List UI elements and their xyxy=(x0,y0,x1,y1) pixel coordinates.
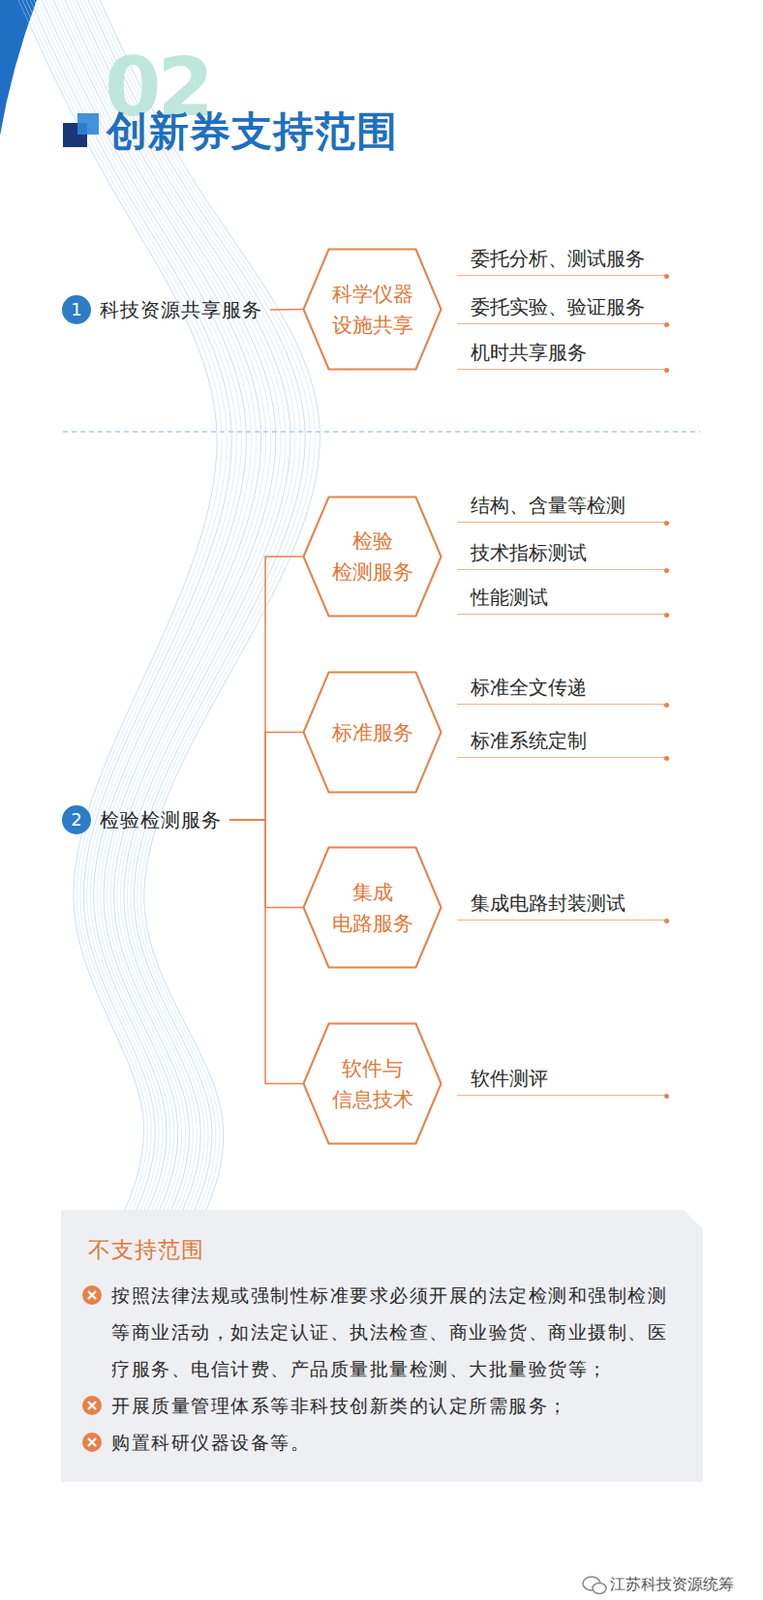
ribbon-stroke xyxy=(71,0,296,1279)
hexagon-outline xyxy=(302,846,443,970)
number-badge: 2 xyxy=(61,805,92,835)
ribbon-stroke xyxy=(36,0,251,1279)
excluded-item: 购置科研仪器设备等。 xyxy=(82,1424,674,1462)
service-item: 技术指标测试 xyxy=(457,537,667,571)
hexagon-box: 标准服务 xyxy=(302,671,443,794)
wechat-icon xyxy=(582,1577,607,1595)
connector-line xyxy=(229,820,304,909)
hexagon-box: 科学仪器 设施共享 xyxy=(302,247,443,371)
category-heading: 科技资源共享服务 xyxy=(99,297,263,324)
hexagon-label: 科学仪器 设施共享 xyxy=(314,278,431,341)
service-item: 委托实验、验证服务 xyxy=(457,291,667,325)
watermark: 江苏科技资源统筹 xyxy=(610,1575,734,1596)
hexagon-box: 软件与 信息技术 xyxy=(302,1022,443,1146)
hexagon-label: 检验 检测服务 xyxy=(314,525,431,588)
service-item: 性能测试 xyxy=(457,581,667,615)
hexagon-outline xyxy=(302,247,443,371)
hexagon-outline xyxy=(302,495,443,618)
hexagon-label: 集成 电路服务 xyxy=(314,877,431,940)
connector-line xyxy=(270,308,304,311)
service-item: 委托分析、测试服务 xyxy=(457,243,667,276)
ribbon-stroke xyxy=(29,0,242,1279)
service-item: 软件测评 xyxy=(457,1063,667,1097)
connector-line xyxy=(229,556,304,821)
service-item: 标准全文传递 xyxy=(457,671,667,705)
ribbon-stroke xyxy=(9,0,217,1279)
excluded-item: 按照法律法规或强制性标准要求必须开展的法定检测和强制检测等商业活动，如法定认证、… xyxy=(82,1277,674,1388)
connector-line xyxy=(229,732,304,822)
ribbon-stroke xyxy=(21,0,232,1279)
connector-line xyxy=(229,820,304,1085)
ribbon-stroke xyxy=(60,0,281,1279)
excluded-item: 开展质量管理体系等非科技创新类的认定所需服务； xyxy=(82,1387,674,1425)
hexagon-outline xyxy=(302,1022,443,1146)
hexagon-box: 检验 检测服务 xyxy=(302,495,443,618)
ribbon-stroke xyxy=(56,0,276,1279)
wave-ribbon xyxy=(9,0,320,1279)
separator-line xyxy=(62,430,701,433)
category-heading: 检验检测服务 xyxy=(99,807,222,834)
ribbon-stroke xyxy=(44,0,262,1279)
hexagon-box: 集成 电路服务 xyxy=(302,846,443,970)
numbered-heading: 1 科技资源共享服务 xyxy=(61,293,271,327)
hexagon-label: 标准服务 xyxy=(314,717,431,749)
ribbon-stroke xyxy=(63,0,286,1279)
number-badge: 1 xyxy=(61,295,92,325)
ribbon-stroke xyxy=(67,0,291,1279)
service-item: 机时共享服务 xyxy=(457,336,667,370)
numbered-heading: 2 检验检测服务 xyxy=(61,803,230,837)
ribbon-stroke xyxy=(52,0,272,1279)
ribbon-stroke xyxy=(25,0,237,1279)
ribbon-stroke xyxy=(91,0,320,1279)
hexagon-label: 软件与 信息技术 xyxy=(314,1053,431,1116)
note-panel: 不支持范围按照法律法规或强制性标准要求必须开展的法定检测和强制检测等商业活动，如… xyxy=(61,1210,703,1483)
service-item: 标准系统定制 xyxy=(457,725,667,759)
page-title: 创新券支持范围 xyxy=(106,104,398,159)
ribbon-stroke xyxy=(48,0,267,1279)
service-item: 集成电路封装测试 xyxy=(457,887,667,921)
service-item: 结构、含量等检测 xyxy=(457,489,667,523)
panel-heading: 不支持范围 xyxy=(88,1235,674,1266)
title-square xyxy=(77,113,99,135)
